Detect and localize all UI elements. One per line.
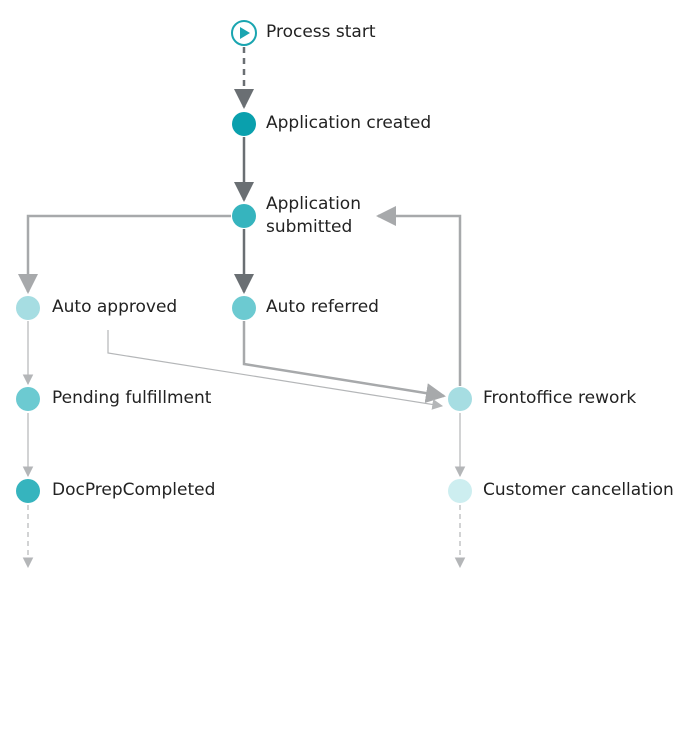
label-process-start: Process start xyxy=(266,22,376,42)
node-docprepcompleted[interactable] xyxy=(16,479,40,503)
label-customer-cancellation: Customer cancellation xyxy=(483,480,674,500)
label-frontoffice-rework: Frontoffice rework xyxy=(483,388,637,408)
edge-auto-approved-to-frontoffice xyxy=(107,330,444,410)
node-frontoffice-rework[interactable] xyxy=(448,387,472,411)
node-auto-referred[interactable] xyxy=(232,296,256,320)
node-pending-fulfillment[interactable] xyxy=(16,387,40,411)
label-docprepcompleted: DocPrepCompleted xyxy=(52,480,216,500)
process-start-node[interactable] xyxy=(231,20,257,46)
edge-auto-referred-to-frontoffice xyxy=(242,321,446,404)
label-auto-approved: Auto approved xyxy=(52,297,178,317)
label-pending-fulfillment: Pending fulfillment xyxy=(52,388,212,408)
edge-submitted-to-auto-approved xyxy=(18,214,231,294)
play-icon xyxy=(240,27,250,39)
node-auto-approved[interactable] xyxy=(16,296,40,320)
node-application-created[interactable] xyxy=(232,112,256,136)
node-customer-cancellation[interactable] xyxy=(448,479,472,503)
label-auto-referred: Auto referred xyxy=(266,297,379,317)
node-application-submitted[interactable] xyxy=(232,204,256,228)
edge-frontoffice-to-submitted xyxy=(376,206,462,386)
label-application-created: Application created xyxy=(266,113,432,133)
label-application-submitted: Application submitted xyxy=(266,194,361,237)
